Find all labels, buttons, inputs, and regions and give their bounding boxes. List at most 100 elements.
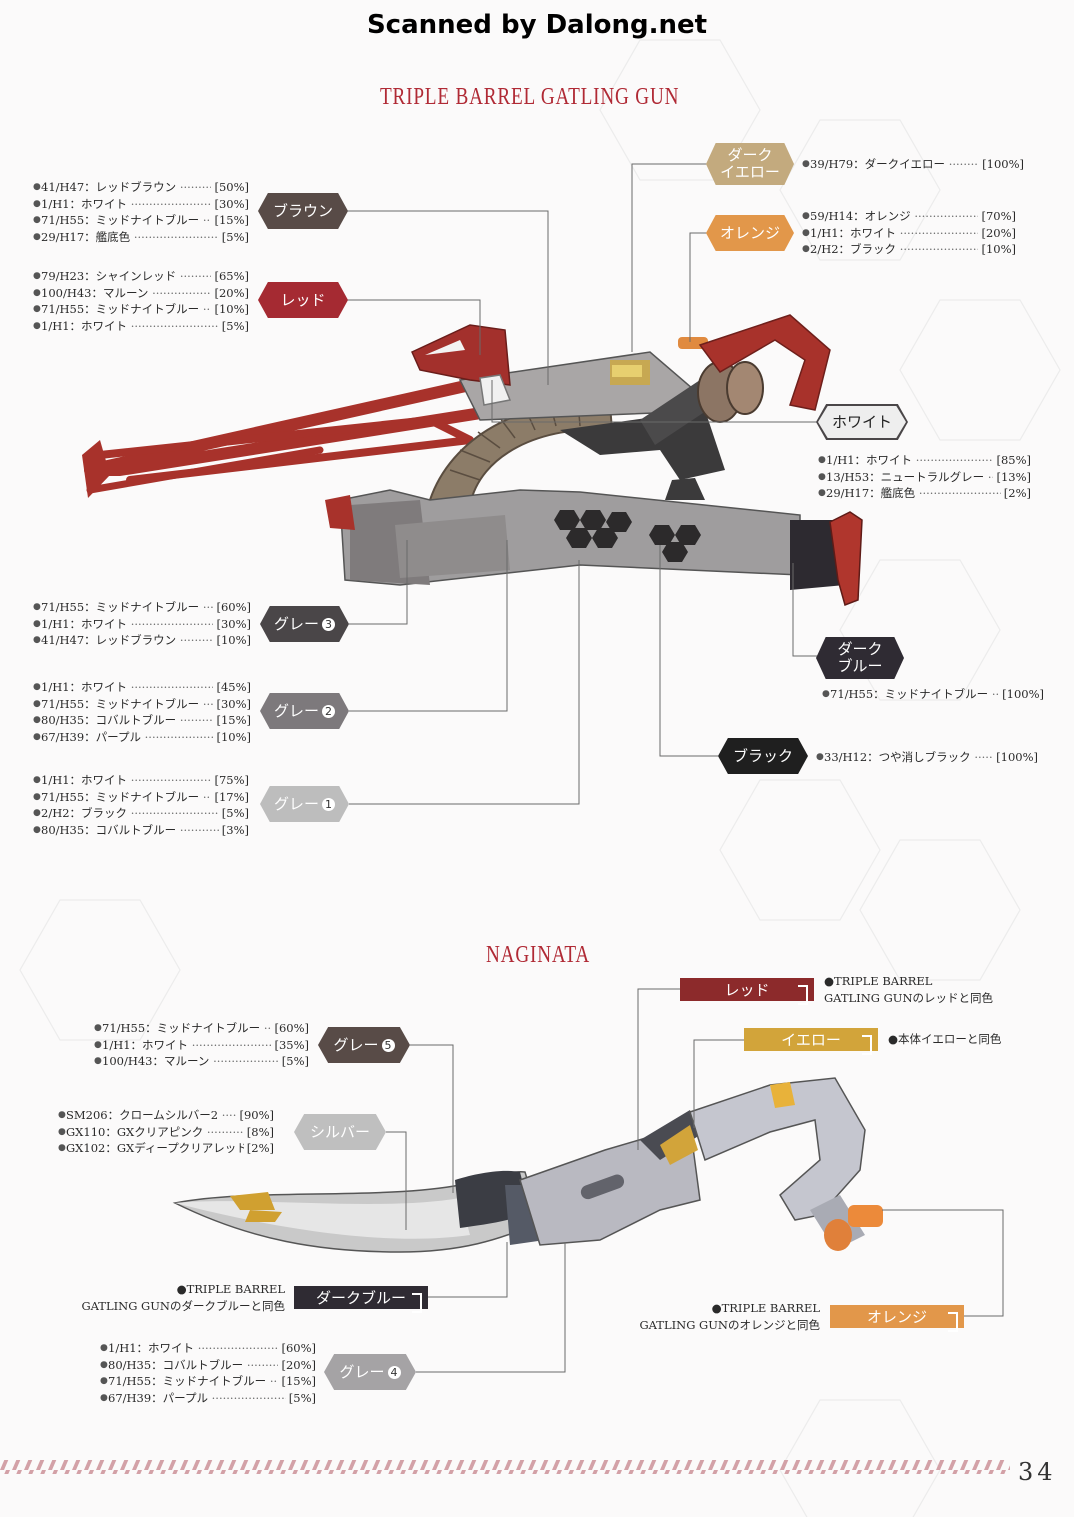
recipe-row: ●100/H43：マルーン[20%] bbox=[33, 285, 249, 302]
paint-ratio: [10%] bbox=[214, 302, 249, 317]
naginata-silver-tag: シルバー bbox=[294, 1114, 386, 1150]
paint-ratio: [5%] bbox=[281, 1054, 309, 1069]
paint-name: 100/H43：マルーン bbox=[102, 1053, 279, 1070]
bullet-icon: ● bbox=[33, 791, 41, 802]
recipe-row: ●79/H23：シャインレッド[65%] bbox=[33, 268, 249, 285]
paint-ratio: [5%] bbox=[288, 1391, 316, 1406]
paint-name: 1/H1：ホワイト bbox=[41, 679, 213, 696]
naginata-section-title: NAGINATA bbox=[486, 942, 591, 968]
tag-text: グレー bbox=[339, 1362, 385, 1381]
paint-name: 80/H35：コバルトブルー bbox=[108, 1357, 278, 1374]
recipe-row: ●71/H55：ミッドナイトブルー[30%] bbox=[33, 696, 251, 713]
recipe-row: ●1/H1：ホワイト[85%] bbox=[818, 452, 1031, 469]
paint-name: 2/H2：ブラック bbox=[41, 805, 219, 822]
bullet-icon: ● bbox=[33, 825, 41, 836]
paint-ratio: [10%] bbox=[216, 730, 251, 745]
paint-name: 71/H55：ミッドナイトブルー bbox=[41, 789, 211, 806]
paint-name: 71/H55：ミッドナイトブルー bbox=[108, 1373, 278, 1390]
bullet-icon: ● bbox=[58, 1143, 66, 1154]
recipe-row: ●71/H55：ミッドナイトブルー[15%] bbox=[33, 212, 249, 229]
tag-text: グレー bbox=[333, 1035, 379, 1054]
recipe-row: ●1/H1：ホワイト[35%] bbox=[94, 1037, 309, 1054]
number-2-icon: 2 bbox=[322, 704, 335, 718]
tag-line-1: ダーク bbox=[727, 146, 773, 164]
bullet-icon: ● bbox=[100, 1393, 108, 1404]
paint-name: 39/H79：ダークイエロー bbox=[810, 156, 979, 173]
naginata-grey5-recipe: ●71/H55：ミッドナイトブルー[60%]●1/H1：ホワイト[35%]●10… bbox=[94, 1020, 309, 1070]
gatling-black-recipe: ●33/H12：つや消しブラック[100%] bbox=[816, 749, 1038, 766]
paint-ratio: [17%] bbox=[214, 789, 249, 804]
note-line-2: GATLING GUNのオレンジと同色 bbox=[639, 1317, 820, 1332]
paint-ratio: [60%] bbox=[274, 1021, 309, 1035]
bullet-icon: ● bbox=[33, 775, 41, 785]
paint-name: 79/H23：シャインレッド bbox=[41, 268, 211, 285]
paint-ratio: [35%] bbox=[274, 1037, 309, 1052]
paint-name: 33/H12：つや消しブラック bbox=[824, 749, 993, 766]
recipe-row: ●71/H55：ミッドナイトブルー[15%] bbox=[100, 1373, 316, 1390]
bullet-icon: ● bbox=[802, 211, 810, 221]
gatling-brown-recipe: ●41/H47：レッドブラウン[50%]●1/H1：ホワイト[30%]●71/H… bbox=[33, 179, 249, 246]
recipe-row: ●67/H39：パープル[5%] bbox=[100, 1390, 316, 1407]
paint-name: 67/H39：パープル bbox=[41, 729, 213, 746]
gatling-white-recipe: ●1/H1：ホワイト[85%]●13/H53：ニュートラルグレー[13%]●29… bbox=[818, 452, 1031, 502]
naginata-dark-blue-note: ●TRIPLE BARREL GATLING GUNのダークブルーと同色 bbox=[80, 1281, 285, 1314]
number-4-icon: 4 bbox=[387, 1365, 401, 1379]
paint-ratio: [30%] bbox=[214, 196, 249, 211]
paint-name: GX102：GXディープクリアレッド bbox=[66, 1140, 244, 1157]
bracket-icon bbox=[862, 1035, 872, 1055]
naginata-yellow-bar: イエロー bbox=[744, 1028, 878, 1055]
paint-ratio: [100%] bbox=[1002, 687, 1044, 701]
paint-name: 71/H55：ミッドナイトブルー bbox=[830, 686, 999, 703]
paint-ratio: [8%] bbox=[246, 1124, 274, 1139]
paint-name: 71/H55：ミッドナイトブルー bbox=[41, 212, 211, 229]
bullet-icon: ● bbox=[33, 808, 41, 819]
naginata-silver-recipe: ●SM206：クロームシルバー2[90%] ●GX110：GXクリアピンク[8%]… bbox=[58, 1107, 274, 1157]
number-5-icon: 5 bbox=[381, 1038, 395, 1052]
paint-name: GX110：GXクリアピンク bbox=[66, 1124, 244, 1141]
paint-name: 41/H47：レッドブラウン bbox=[41, 632, 213, 649]
paint-name: 1/H1：ホワイト bbox=[41, 196, 211, 213]
bullet-icon: ● bbox=[33, 198, 41, 209]
recipe-row: ●SM206：クロームシルバー2[90%] bbox=[58, 1107, 274, 1124]
paint-name: 1/H1：ホワイト bbox=[810, 225, 978, 242]
paint-ratio: [60%] bbox=[281, 1341, 316, 1355]
bullet-icon: ● bbox=[33, 215, 41, 226]
bar-label: オレンジ bbox=[866, 1308, 927, 1326]
gatling-red-tag: レッド bbox=[258, 282, 348, 318]
recipe-row: ●33/H12：つや消しブラック[100%] bbox=[816, 749, 1038, 766]
gatling-grey3-recipe: ●71/H55：ミッドナイトブルー[60%]●1/H1：ホワイト[30%]●41… bbox=[33, 599, 251, 649]
paint-ratio: [65%] bbox=[214, 269, 249, 283]
paint-name: 1/H1：ホワイト bbox=[41, 616, 213, 633]
paint-ratio: [5%] bbox=[221, 230, 249, 245]
paint-name: 1/H1：ホワイト bbox=[41, 772, 211, 789]
recipe-row: ●39/H79：ダークイエロー[100%] bbox=[802, 156, 1024, 173]
bullet-icon: ● bbox=[802, 159, 810, 169]
paint-ratio: [5%] bbox=[221, 806, 249, 821]
bullet-icon: ● bbox=[33, 682, 41, 692]
paint-ratio: [70%] bbox=[981, 209, 1016, 223]
recipe-row: ●80/H35：コバルトブルー[20%] bbox=[100, 1357, 316, 1374]
paint-name: 29/H17：艦底色 bbox=[41, 229, 219, 246]
bullet-icon: ● bbox=[33, 287, 41, 298]
bar-label: レッド bbox=[724, 981, 770, 999]
paint-name: 2/H2：ブラック bbox=[810, 241, 978, 258]
paint-ratio: [15%] bbox=[281, 1374, 316, 1389]
bullet-icon: ● bbox=[100, 1376, 108, 1387]
paint-ratio: [60%] bbox=[216, 600, 251, 614]
gatling-grey2-recipe: ●1/H1：ホワイト[45%]●71/H55：ミッドナイトブルー[30%]●80… bbox=[33, 679, 251, 746]
number-3-icon: 3 bbox=[322, 617, 335, 631]
naginata-grey4-recipe: ●1/H1：ホワイト[60%]●80/H35：コバルトブルー[20%]●71/H… bbox=[100, 1340, 316, 1407]
bullet-icon: ● bbox=[33, 182, 41, 192]
tag-line-2: イエロー bbox=[720, 163, 780, 181]
paint-name: 1/H1：ホワイト bbox=[108, 1340, 278, 1357]
recipe-row: ●67/H39：パープル[10%] bbox=[33, 729, 251, 746]
paint-ratio: [10%] bbox=[216, 633, 251, 648]
bullet-icon: ● bbox=[822, 689, 830, 699]
paint-ratio: [90%] bbox=[239, 1108, 274, 1122]
gatling-section-title: TRIPLE BARREL GATLING GUN bbox=[380, 84, 680, 110]
bullet-icon: ● bbox=[816, 752, 824, 762]
paint-ratio: [15%] bbox=[214, 213, 249, 228]
bullet-icon: ● bbox=[33, 698, 41, 709]
paint-ratio: [20%] bbox=[281, 1357, 316, 1372]
